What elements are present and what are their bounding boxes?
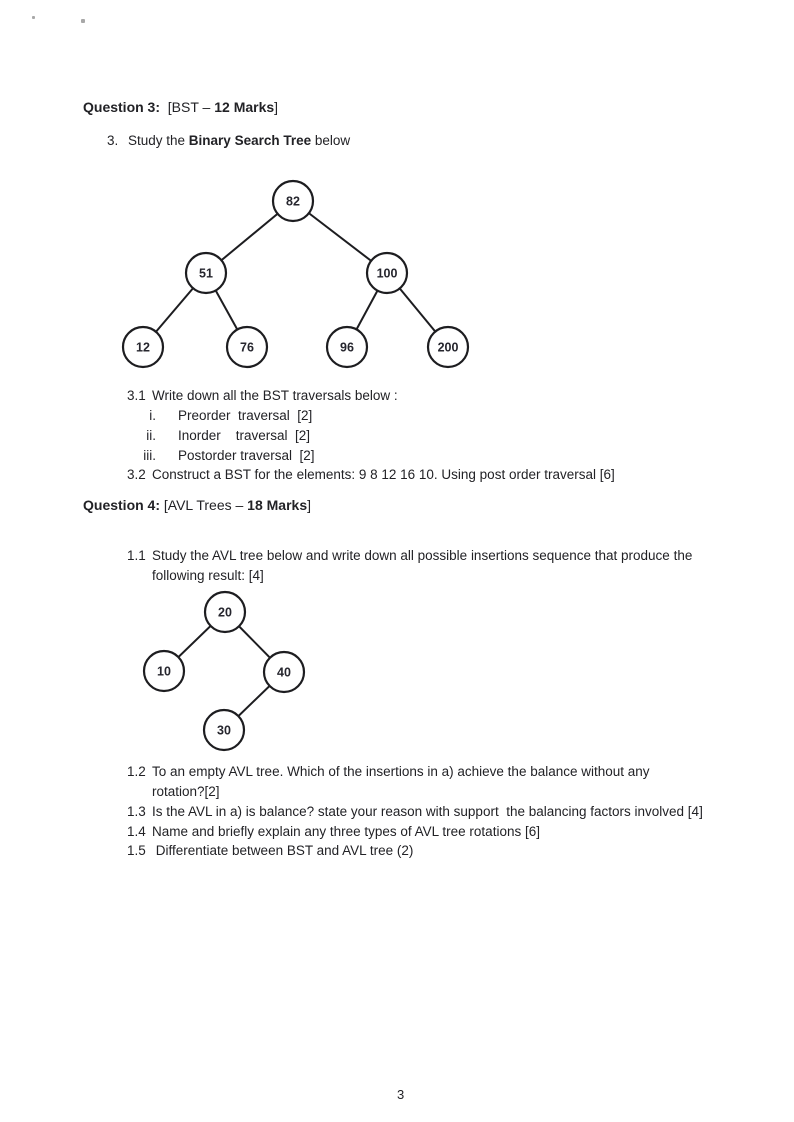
bst-emphasis: Binary Search Tree <box>188 133 312 148</box>
scan-speck <box>81 19 85 23</box>
tree-edge <box>142 272 207 348</box>
tree-node-circle <box>262 650 306 694</box>
tree-node-circle <box>365 251 409 295</box>
tree-edge <box>346 272 388 348</box>
tree-node-value: 100 <box>377 267 398 281</box>
question4-sub2-line2: rotation?[2] <box>152 784 220 799</box>
sub-number: 3.2 <box>127 467 146 482</box>
tree-node-value: 40 <box>277 666 291 680</box>
sub-number: 1.4 <box>127 824 146 839</box>
item-number: 3. <box>107 133 119 148</box>
tree-edge <box>386 272 449 348</box>
tree-node-value: 10 <box>157 665 171 679</box>
tree-edge <box>223 671 285 731</box>
tree-node-value: 96 <box>340 341 354 355</box>
question3-heading: Question 3: [BST – 12 Marks] <box>83 99 279 115</box>
tree-node-circle <box>325 325 369 369</box>
tree-node-value: 20 <box>218 606 232 620</box>
roman-numeral: i. <box>149 408 156 423</box>
tree-node-circle <box>202 708 246 752</box>
tree-node-value: 200 <box>438 341 459 355</box>
sub-number: 1.3 <box>127 804 146 819</box>
scan-speck <box>32 16 35 19</box>
tree-edge <box>163 611 226 672</box>
question3-item: 3.Study the Binary Search Tree below <box>107 133 351 148</box>
tree-edge <box>205 200 294 274</box>
roman-numeral: ii. <box>146 428 156 443</box>
question4-label: Question 4: <box>83 497 161 513</box>
tree-edge <box>205 272 248 348</box>
tree-node-circle <box>203 590 247 634</box>
tree-node-circle <box>271 179 315 223</box>
sub-number: 1.1 <box>127 548 146 563</box>
question3-topic: [BST – <box>160 99 215 115</box>
tree-node-value: 76 <box>240 341 254 355</box>
question4-sub5: 1.5 Differentiate between BST and AVL tr… <box>127 843 414 858</box>
page-number: 3 <box>397 1087 405 1102</box>
traversal-item-preorder: i.Preorder traversal [2] <box>130 408 312 425</box>
question4-sub1-line2: following result: [4] <box>152 568 264 583</box>
tree-node-circle <box>121 325 165 369</box>
tree-node-value: 82 <box>286 195 300 209</box>
tree-node-value: 51 <box>199 267 213 281</box>
sub-number: 1.5 <box>127 843 146 858</box>
tree-node-circle <box>225 325 269 369</box>
roman-numeral: iii. <box>143 448 156 463</box>
question3-marks: 12 Marks <box>214 99 275 115</box>
tree-node-circle <box>426 325 470 369</box>
tree-node-value: 12 <box>136 341 150 355</box>
question4-heading: Question 4: [AVL Trees – 18 Marks] <box>83 497 311 513</box>
traversal-item-inorder: ii.Inorder traversal [2] <box>130 428 310 445</box>
question4-topic: [AVL Trees – <box>160 497 248 513</box>
tree-node-value: 30 <box>217 724 231 738</box>
question3-label: Question 3: <box>83 99 161 115</box>
sub-number: 3.1 <box>127 388 146 403</box>
sub-number: 1.2 <box>127 764 146 779</box>
question4-marks: 18 Marks <box>247 497 308 513</box>
tree-node-circle <box>184 251 228 295</box>
tree-node-circle <box>142 649 186 693</box>
tree-edge <box>292 200 388 274</box>
tree-edge <box>224 611 285 673</box>
traversal-item-postorder: iii.Postorder traversal [2] <box>130 448 314 465</box>
